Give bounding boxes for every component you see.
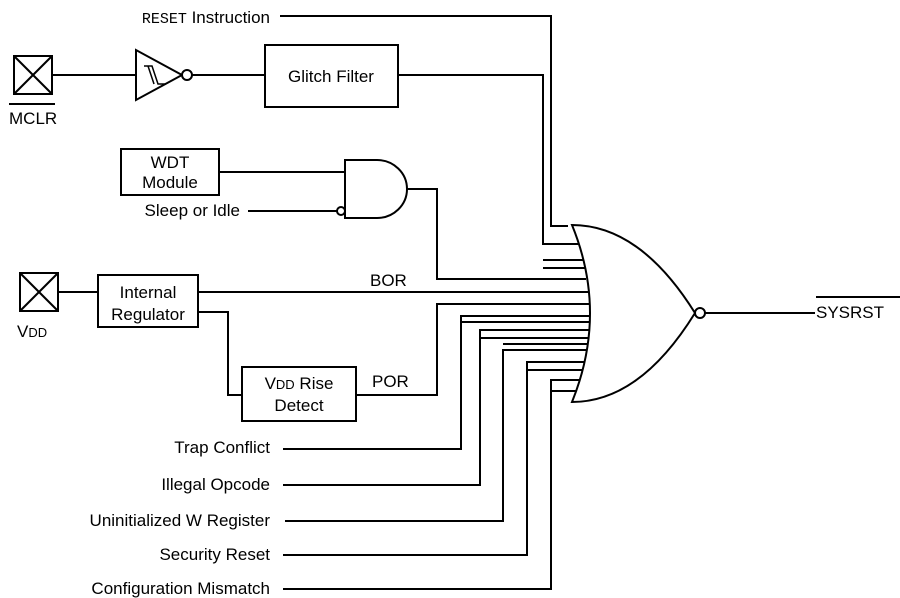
sysrst-label: SYSRST: [816, 303, 884, 322]
config-mismatch-label: Configuration Mismatch: [91, 579, 270, 598]
or-gate-inverting-bubble-icon: [694, 307, 706, 319]
mclr-pin-icon: [13, 55, 53, 95]
and-gate-icon: [344, 159, 408, 219]
and-gate-output-wire: [407, 188, 586, 280]
vdd-rise-detect-block: [241, 366, 357, 422]
trap-conflict-wire: [283, 315, 589, 450]
wdt-module-block: [120, 148, 220, 196]
wdt-label-line2: Module: [142, 173, 198, 192]
uninit-w-label: Uninitialized W Register: [90, 511, 271, 530]
config-mismatch-wire: [283, 379, 586, 590]
por-wire: [356, 303, 589, 396]
vdd-pin-label: VDD: [17, 322, 47, 341]
glitch-filter-label: Glitch Filter: [288, 67, 374, 86]
wdt-label-line1: WDT: [151, 153, 190, 172]
uninit-w-wire: [285, 349, 589, 522]
mclr-label: MCLR: [9, 109, 57, 128]
vdd-pin-icon: [19, 272, 59, 312]
inverting-bubble-icon: [336, 206, 346, 216]
schmitt-inverter-icon: [135, 48, 193, 102]
security-reset-wire: [283, 361, 588, 556]
sleep-idle-label: Sleep or Idle: [145, 201, 240, 220]
internal-regulator-block: [97, 274, 199, 328]
regulator-label-line2: Regulator: [111, 305, 185, 324]
security-reset-label: Security Reset: [159, 545, 270, 564]
regulator-label-line1: Internal: [120, 283, 177, 302]
trap-conflict-label: Trap Conflict: [174, 438, 270, 457]
vdd-rise-label-line2: Detect: [274, 396, 323, 415]
glitch-filter-wire: [398, 74, 580, 245]
bor-label: BOR: [370, 271, 407, 290]
or-gate-icon: [570, 223, 697, 404]
por-label: POR: [372, 372, 409, 391]
illegal-opcode-label: Illegal Opcode: [161, 475, 270, 494]
illegal-opcode-wire: [283, 329, 589, 486]
glitch-filter-block: [264, 44, 399, 108]
vdd-rise-label-line1: VDD Rise: [265, 374, 334, 393]
reset-instruction-label: RESET Instruction: [142, 8, 270, 28]
reset-instruction-wire: [280, 15, 568, 227]
